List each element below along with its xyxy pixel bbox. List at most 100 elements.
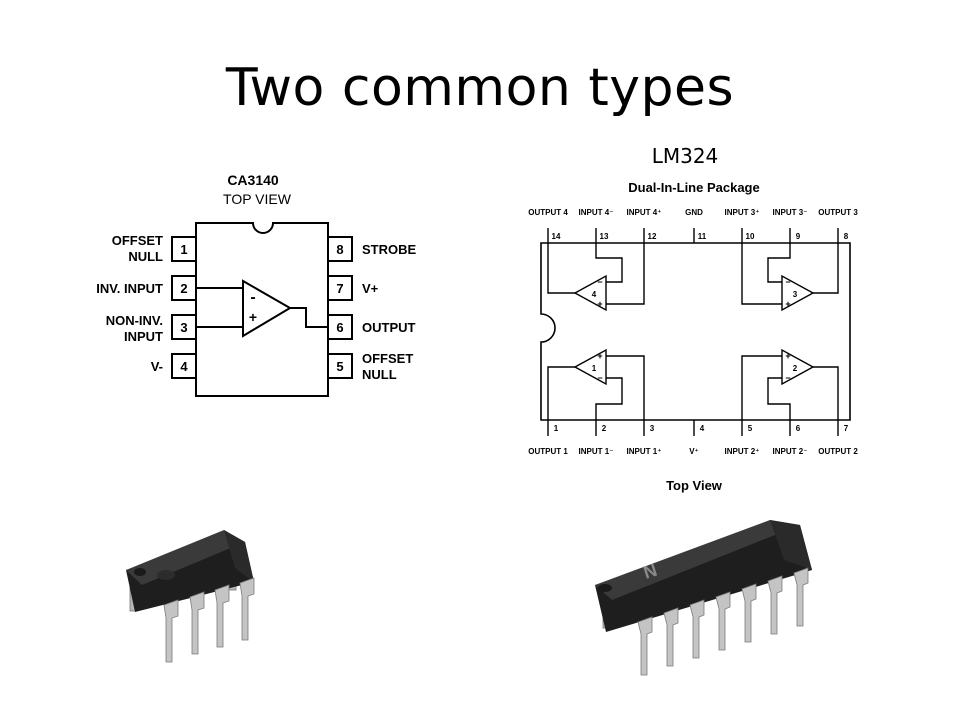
lm324-bottom-pin-label: OUTPUT 2: [818, 447, 858, 456]
ca3140-pin-num-4: 4: [180, 359, 188, 374]
lm324-amp-minus-sign: −: [597, 373, 602, 383]
dip8-body-side: [126, 542, 254, 612]
lm324-amp-2: [781, 348, 815, 386]
lm324-bottom-pin-number: 1: [554, 424, 559, 433]
ca3140-opamp-minus: -: [250, 289, 255, 306]
lm324-amp-number: 4: [592, 290, 597, 299]
lm324-label: LM324: [651, 144, 719, 168]
lm324-bottom-pin-label: INPUT 2⁻: [773, 447, 808, 456]
lm324-top-pin-number: 9: [796, 232, 801, 241]
ca3140-view-label: TOP VIEW: [223, 191, 292, 207]
lm324-view-label: Top View: [666, 478, 723, 493]
ca3140-pin-label-5a: OFFSET: [362, 351, 413, 366]
lm324-amp-minus-sign: −: [785, 373, 790, 383]
lm324-wire-out4: [547, 243, 575, 294]
ca3140-pin-label-3b: INPUT: [124, 329, 163, 344]
lm324-wire-out2: [813, 366, 839, 420]
lm324-top-pin-number: 10: [746, 232, 755, 241]
ca3140-chip-name: CA3140: [227, 172, 279, 188]
dip8-body-top-right: [224, 530, 254, 582]
lm324-bottom-pin-number: 2: [602, 424, 607, 433]
lm324-amp-4: [573, 274, 607, 312]
lm324-wire-out3: [813, 243, 839, 294]
ca3140-pin-label-1a: OFFSET: [112, 233, 163, 248]
ca3140-pin-num-3: 3: [180, 320, 187, 335]
lm324-pinout-diagram: Dual-In-Line Package Top View 1 4 OUTPUT 4…: [528, 180, 858, 493]
lm324-package-outline: [540, 242, 851, 421]
lm324-bottom-pin-label: INPUT 1⁻: [579, 447, 614, 456]
lm324-top-pin-number: 11: [698, 232, 707, 241]
lm324-wire-in2-minus: [767, 377, 791, 420]
lm324-wire-in1-minus: [595, 377, 623, 420]
dip14-notch: [598, 584, 612, 592]
lm324-amp-plus-sign: +: [785, 351, 790, 361]
lm324-amp-3: [781, 274, 815, 312]
lm324-bottom-pin-label: INPUT 1⁺: [627, 447, 662, 456]
dip8-pin1-dot: [157, 570, 175, 580]
lm324-bottom-pin-number: 4: [700, 424, 705, 433]
lm324-amp-plus-sign: +: [597, 351, 602, 361]
lm324-wire-in2-plus: [741, 355, 782, 420]
ca3140-package-outline: [195, 222, 329, 397]
dip14-body-top: [595, 520, 800, 600]
lm324-wire-in4-minus: [595, 243, 623, 283]
ca3140-pin-label-4: V-: [151, 359, 163, 374]
lm324-bottom-pin-label: OUTPUT 1: [528, 447, 568, 456]
ca3140-pin-num-2: 2: [180, 281, 187, 296]
lm324-bottom-pin-number: 7: [844, 424, 849, 433]
ca3140-pin-label-5b: NULL: [362, 367, 397, 382]
lm324-top-pin-label: INPUT 3⁻: [773, 208, 808, 217]
ca3140-right-pins: 8 7 6 5 STROBE V+ OUTPUT OFFSET NULL: [327, 236, 417, 382]
lm324-top-pin-number: 13: [600, 232, 609, 241]
lm324-wire-in1-plus: [606, 355, 645, 420]
lm324-bottom-pin-number: 5: [748, 424, 753, 433]
dip14-body-side: [595, 525, 812, 632]
ca3140-pin-box-7: [327, 275, 353, 301]
lm324-top-pin-label: OUTPUT 4: [528, 208, 568, 217]
lm324-amp-number: 2: [793, 364, 798, 373]
lm324-wiring: [547, 243, 839, 420]
ca3140-pin-num-5: 5: [336, 359, 343, 374]
ca3140-pin-label-2: INV. INPUT: [96, 281, 163, 296]
lm324-top-pin-number: 8: [844, 232, 849, 241]
lm324-wire-in4-plus: [606, 243, 645, 305]
lm324-top-pin-number: 12: [648, 232, 657, 241]
ca3140-opamp-triangle: [242, 279, 292, 338]
lm324-package-title: Dual-In-Line Package: [628, 180, 759, 195]
lm324-amp-minus-sign: −: [785, 277, 790, 287]
ca3140-pin-box-5: [327, 353, 353, 379]
ca3140-pin-label-7: V+: [362, 281, 379, 296]
ca3140-pin-box-8: [327, 236, 353, 262]
ca3140-opamp-plus: +: [249, 309, 257, 325]
lm324-amp-plus-sign: +: [597, 299, 602, 309]
ca3140-pin-num-1: 1: [180, 242, 187, 257]
ca3140-pin-num-6: 6: [336, 320, 343, 335]
lm324-amp-minus-sign: −: [597, 277, 602, 287]
lm324-bottom-pin-number: 6: [796, 424, 801, 433]
ca3140-left-pins: 1 2 3 4 OFFSET NULL INV. INPUT NON-INV. …: [96, 233, 197, 379]
lm324-top-pin-label: INPUT 3⁺: [725, 208, 760, 217]
lm324-bottom-pin-label: INPUT 2⁺: [725, 447, 760, 456]
ca3140-pin-label-6: OUTPUT: [362, 320, 416, 335]
lm324-amp-plus-sign: +: [785, 299, 790, 309]
ca3140-pinout-diagram: CA3140 TOP VIEW 1 2 3 4 OFFSET NULL INV.…: [96, 172, 417, 397]
lm324-amp-number: 3: [793, 290, 798, 299]
lm324-top-pin-label: INPUT 4⁺: [627, 208, 662, 217]
dip8-body-top: [126, 530, 245, 585]
ca3140-pin-box-1: [171, 236, 197, 262]
ca3140-pin-num-7: 7: [336, 281, 343, 296]
ca3140-opamp: - +: [196, 279, 328, 338]
lm324-bottom-pin-number: 3: [650, 424, 655, 433]
dip14-body-top-right: [770, 520, 812, 570]
dip8-notch: [134, 568, 146, 576]
dip14-logo: N: [641, 560, 660, 583]
lm324-wire-out1: [547, 366, 575, 420]
lm324-top-pin-label: INPUT 4⁻: [579, 208, 614, 217]
lm324-top-pin-label: OUTPUT 3: [818, 208, 858, 217]
slide-title: Two common types: [225, 58, 735, 118]
ca3140-pin-box-4: [171, 353, 197, 379]
dip8-chip-illustration: [126, 530, 255, 663]
